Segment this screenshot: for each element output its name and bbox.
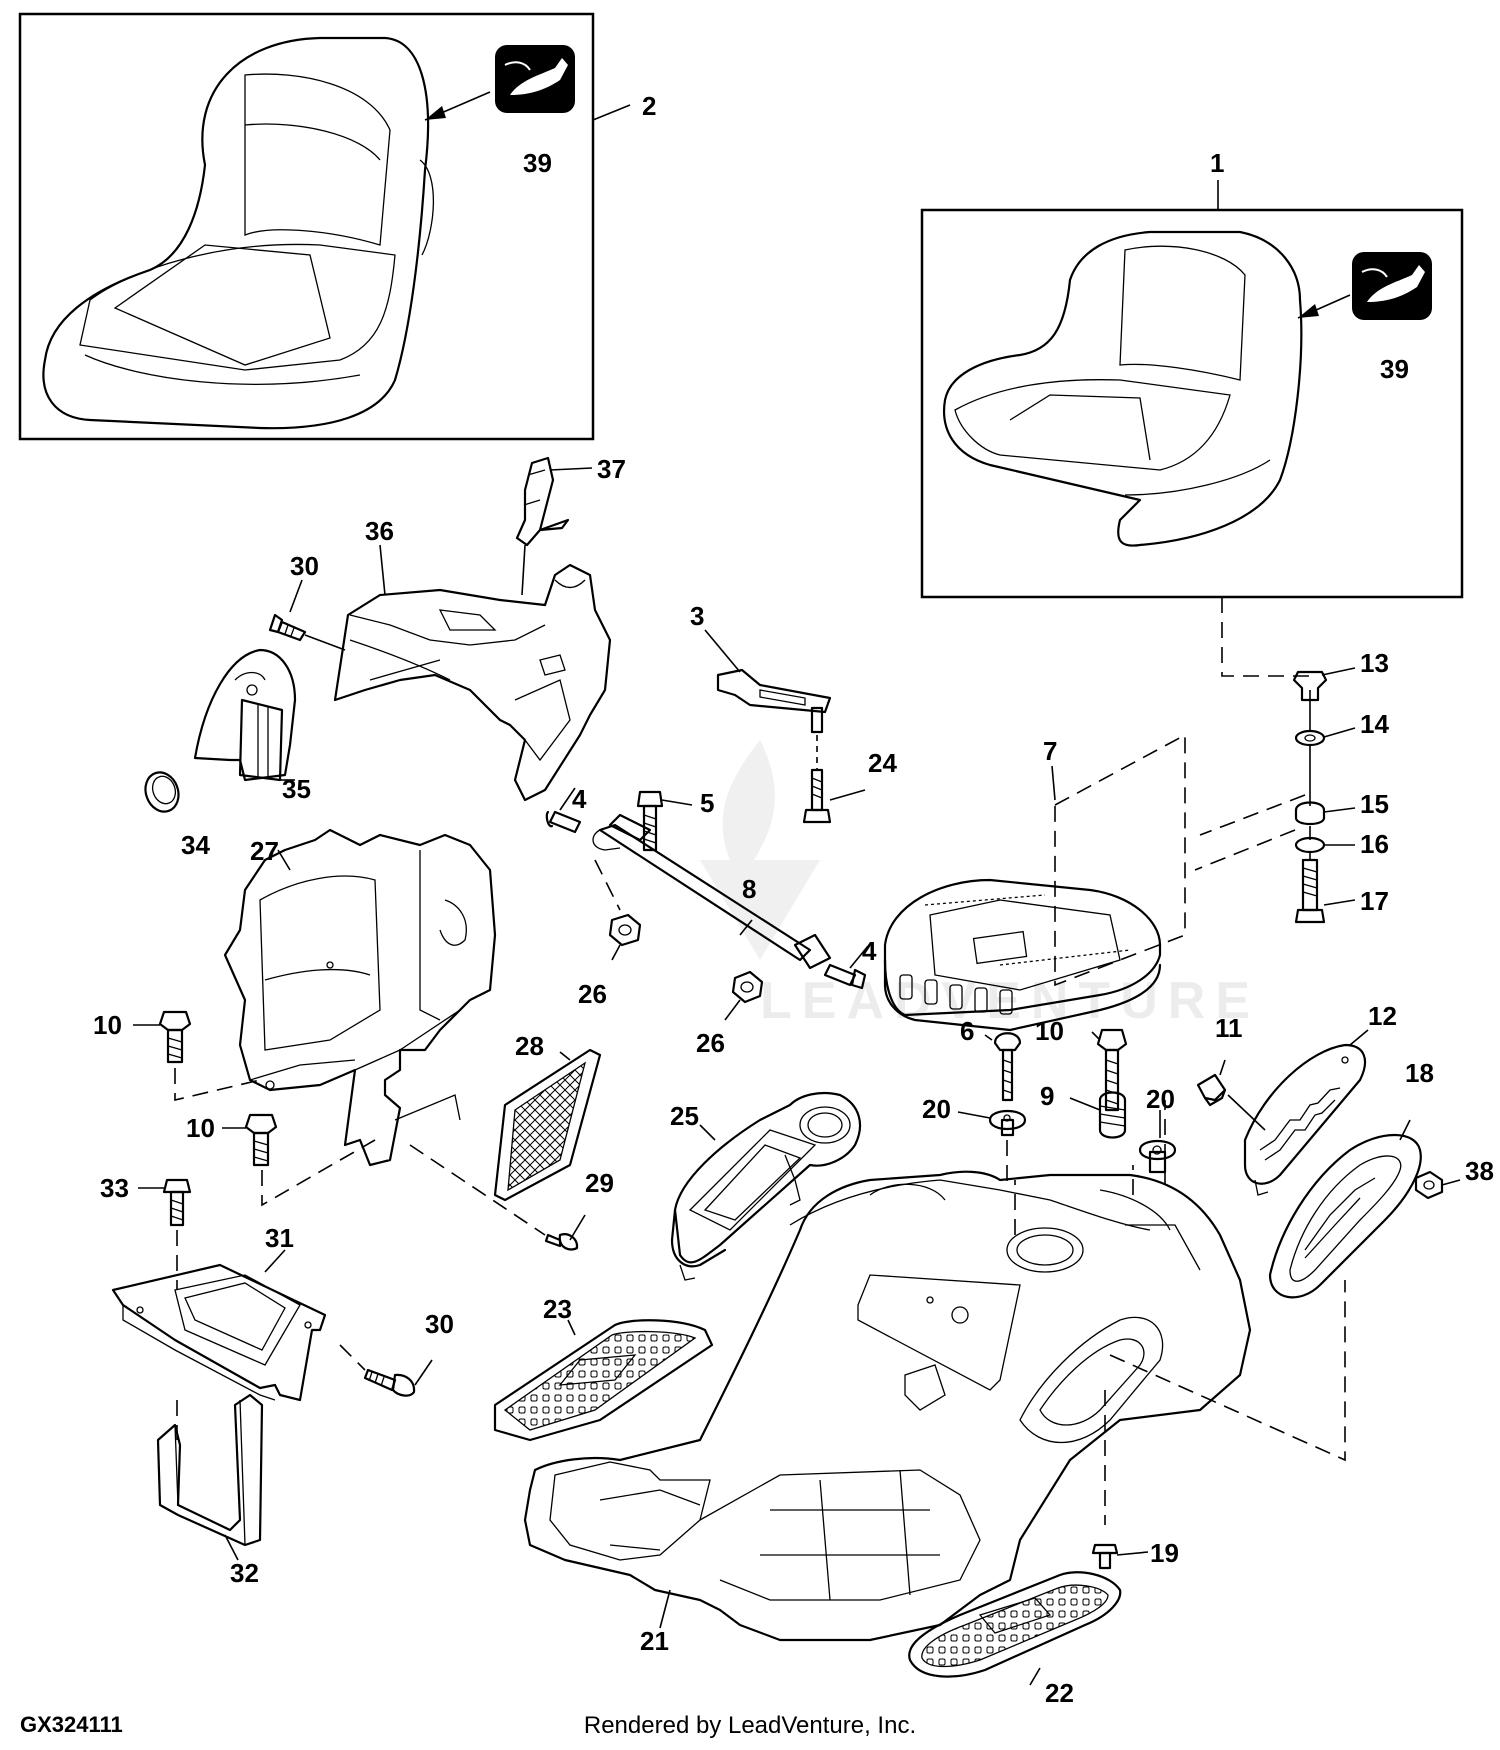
seat-pan-7 — [883, 765, 1162, 1032]
seat-assembly-1 — [920, 180, 1464, 599]
bolt-33 — [138, 1178, 192, 1290]
washer-20-left — [957, 1109, 1027, 1190]
callout-31: 31 — [265, 1223, 294, 1253]
render-credit: Rendered by LeadVenture, Inc. — [583, 1712, 917, 1739]
shroud-36 — [333, 544, 612, 802]
callout-39-top: 39 — [523, 148, 552, 178]
callout-22: 22 — [1045, 1678, 1074, 1708]
callout-29: 29 — [585, 1168, 614, 1198]
callout-10-right: 10 — [1035, 1016, 1064, 1046]
seat-assembly-2 — [18, 12, 631, 441]
callout-37: 37 — [597, 454, 626, 484]
callout-11: 11 — [1215, 1013, 1243, 1043]
decal-39-right — [1352, 252, 1432, 320]
bracket-32 — [156, 1393, 264, 1561]
callout-20-right: 20 — [1146, 1084, 1175, 1114]
callout-32: 32 — [230, 1558, 259, 1588]
lever-37 — [515, 456, 593, 547]
spring-9 — [1069, 1091, 1127, 1139]
seat-hardware — [1292, 667, 1356, 924]
callout-25: 25 — [670, 1101, 699, 1131]
cover-35 — [193, 648, 297, 782]
bolt-30-lower — [339, 1344, 433, 1397]
armrest-12 — [1243, 1029, 1369, 1196]
bolt-6 — [984, 1032, 1022, 1102]
bolt-10-right — [1091, 1028, 1128, 1112]
callout-38: 38 — [1465, 1156, 1494, 1186]
figure-id: GX324111 — [20, 1712, 123, 1737]
callout-1: 1 — [1210, 148, 1224, 178]
screw-19 — [1091, 1543, 1149, 1570]
nut-38 — [1414, 1170, 1461, 1200]
fender-deck-21 — [523, 1170, 1252, 1642]
console-25 — [670, 1091, 862, 1281]
callout-35: 35 — [282, 774, 311, 804]
callout-12: 12 — [1368, 1001, 1397, 1031]
callout-10-left-lower: 10 — [186, 1113, 215, 1143]
bracket-3 — [704, 629, 866, 824]
callout-34: 34 — [181, 830, 210, 860]
callout-5: 5 — [700, 788, 714, 818]
grille-28 — [493, 1048, 602, 1202]
callout-20-left: 20 — [922, 1094, 951, 1124]
switch-11 — [1196, 1059, 1266, 1131]
callout-labels: 1 2 39 39 37 36 30 3 24 13 14 7 15 16 17… — [93, 91, 1494, 1708]
callout-21: 21 — [640, 1626, 669, 1656]
callout-30-top: 30 — [290, 551, 319, 581]
callout-2: 2 — [642, 91, 656, 121]
decal-39-top — [495, 45, 575, 113]
plug-34 — [144, 771, 180, 813]
callout-16: 16 — [1360, 829, 1389, 859]
callout-15: 15 — [1360, 789, 1389, 819]
callout-4-left: 4 — [572, 784, 587, 814]
screw-29 — [409, 1144, 586, 1251]
bolt-10-left-upper — [133, 1010, 261, 1102]
callout-3: 3 — [690, 601, 704, 631]
callout-24: 24 — [868, 748, 897, 778]
callout-17: 17 — [1360, 886, 1389, 916]
watermark-text: LEADVENTURE — [760, 972, 1260, 1030]
callout-39-right: 39 — [1380, 354, 1409, 384]
callout-30-lower: 30 — [425, 1309, 454, 1339]
callout-26-right: 26 — [696, 1028, 725, 1058]
bolt-30-top — [268, 579, 346, 651]
footrest-22 — [908, 1571, 1122, 1686]
callout-23: 23 — [543, 1294, 572, 1324]
callout-13: 13 — [1360, 648, 1389, 678]
panel-27 — [223, 828, 497, 1167]
callout-14: 14 — [1360, 709, 1389, 739]
callout-28: 28 — [515, 1031, 544, 1061]
callout-7: 7 — [1043, 736, 1057, 766]
inset-box-2 — [18, 12, 595, 441]
callout-18: 18 — [1405, 1058, 1434, 1088]
callout-9: 9 — [1040, 1081, 1054, 1111]
callout-4-right: 4 — [862, 936, 877, 966]
pivot-rod-8 — [545, 787, 869, 1021]
callout-26-left: 26 — [578, 979, 607, 1009]
callout-19: 19 — [1150, 1538, 1179, 1568]
footrest-23 — [493, 1319, 714, 1442]
bolt-10-left-lower — [222, 1113, 376, 1207]
bracket-31 — [111, 1249, 327, 1402]
callout-10-left-upper: 10 — [93, 1010, 122, 1040]
washer-20-right — [1138, 1110, 1177, 1174]
armrest-18 — [1268, 1119, 1422, 1299]
inset-box-1 — [920, 208, 1464, 599]
callout-8: 8 — [742, 874, 756, 904]
callout-27: 27 — [250, 836, 279, 866]
callout-36: 36 — [365, 516, 394, 546]
watermark-flame-icon — [700, 740, 820, 960]
callout-33: 33 — [100, 1173, 129, 1203]
callout-6: 6 — [960, 1016, 974, 1046]
